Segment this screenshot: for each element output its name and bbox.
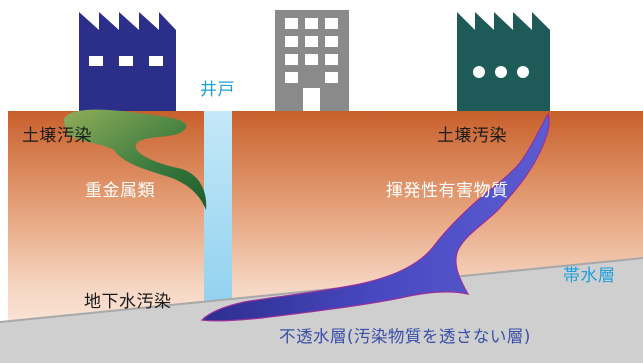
voc-plume xyxy=(200,112,550,322)
voc-label: 揮発性有害物質 xyxy=(386,181,509,201)
factory-window xyxy=(473,66,485,78)
factory-window xyxy=(89,56,103,66)
factory-window xyxy=(119,56,133,66)
office-building-icon xyxy=(275,10,349,111)
soil-contamination-label-right: 土壌汚染 xyxy=(437,126,507,146)
factory-window xyxy=(149,56,163,66)
well-label: 井戸 xyxy=(200,80,235,100)
factory-icon xyxy=(457,12,550,111)
soil-contamination-label-left: 土壌汚染 xyxy=(22,126,92,146)
groundwater-contamination-label: 地下水汚染 xyxy=(84,292,172,312)
impermeable-layer-label: 不透水層(汚染物質を透さない層) xyxy=(279,327,531,346)
well-shaft xyxy=(204,111,232,318)
factory-window xyxy=(495,66,507,78)
impermeable-layer-edge xyxy=(0,257,643,323)
heavy-metals-label: 重金属類 xyxy=(85,181,155,201)
aquifer-label: 帯水層 xyxy=(563,266,616,286)
heavy-metal-plume xyxy=(64,109,207,210)
factory-window xyxy=(517,66,529,78)
